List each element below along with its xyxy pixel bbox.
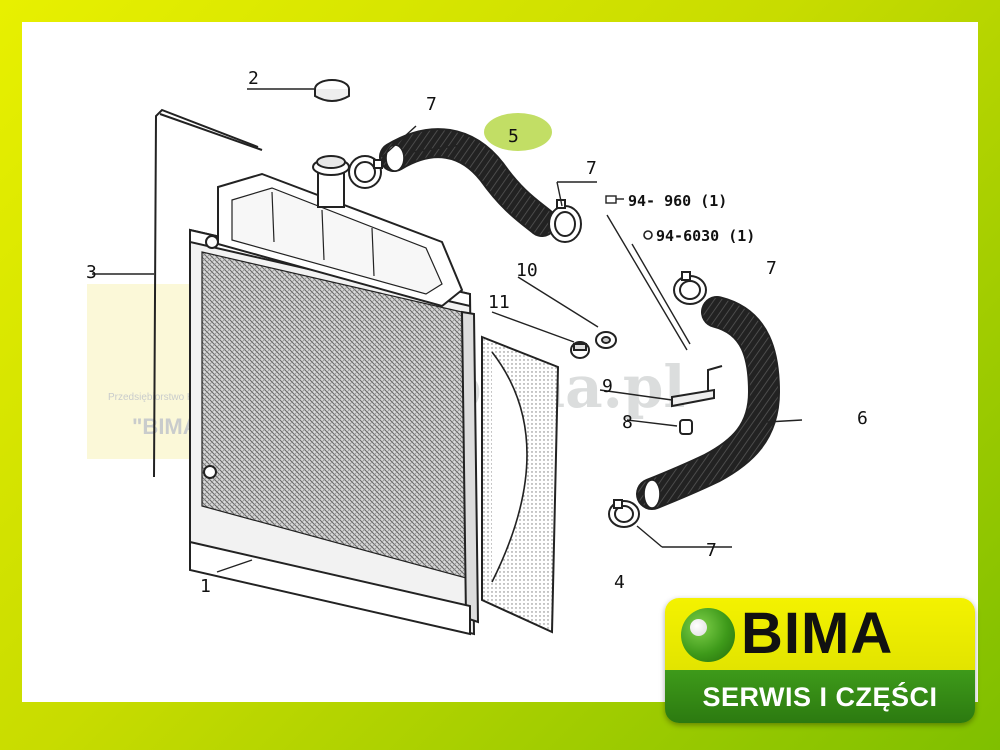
hose-clamp-lower-top	[673, 271, 707, 305]
nut-10	[595, 331, 617, 349]
bolt-icon	[605, 195, 617, 204]
hose-clamp-upper-right	[548, 199, 582, 243]
callout-11: 11	[488, 292, 510, 313]
logo-ball-icon	[681, 608, 735, 662]
radiator-cap	[314, 79, 350, 102]
callout-2: 2	[248, 68, 259, 89]
callout-7-lower-top: 7	[766, 258, 777, 279]
nut-icon	[643, 230, 653, 240]
callout-9: 9	[602, 376, 613, 397]
callout-5: 5	[508, 126, 519, 147]
fan-shroud	[481, 335, 560, 634]
callout-4: 4	[614, 572, 625, 593]
callout-labels: 2 3 1 4 5 6 7 7 7 7 8 9 10 11	[86, 68, 868, 597]
callout-7-upper-left: 7	[426, 94, 437, 115]
overflow-tube	[153, 108, 263, 478]
callout-7-lower-bottom: 7	[706, 540, 717, 561]
radiator-parts-diagram: www.bima.pl Przedsiębiorstwo Handlowo-Us…	[86, 68, 868, 636]
logo-brand-name: BIMA	[741, 601, 894, 666]
reference-numbers: 94- 960 (1) 94-6030 (1)	[605, 192, 755, 245]
logo-tagline: SERWIS I CZĘŚCI	[702, 682, 938, 712]
logo-ball-highlight	[690, 619, 707, 636]
bracket-9	[671, 365, 723, 408]
callout-3: 3	[86, 262, 97, 283]
highlight-callout-5	[484, 113, 552, 151]
hose-clamp-lower-bottom	[608, 499, 640, 528]
callout-10: 10	[516, 260, 538, 281]
reference-bolt: 94- 960 (1)	[628, 192, 727, 210]
lower-hose	[636, 296, 781, 510]
bushing-8	[679, 419, 693, 435]
bima-logo: BIMA SERWIS I CZĘŚCI	[665, 598, 975, 723]
logo-bottom-band: SERWIS I CZĘŚCI	[665, 670, 975, 723]
hose-clamp-upper-left	[348, 155, 383, 189]
logo-top-band: BIMA	[665, 598, 975, 670]
diagram-frame: www.bima.pl Przedsiębiorstwo Handlowo-Us…	[22, 22, 978, 702]
reference-nut: 94-6030 (1)	[656, 227, 755, 245]
callout-1: 1	[200, 576, 211, 597]
callout-6: 6	[857, 408, 868, 429]
clip-11	[570, 341, 590, 359]
header-tank	[217, 155, 464, 308]
callout-8: 8	[622, 412, 633, 433]
callout-7-upper-right: 7	[586, 158, 597, 179]
leader-lines	[92, 88, 803, 573]
upper-hose	[379, 128, 557, 237]
small-parts	[570, 331, 723, 435]
